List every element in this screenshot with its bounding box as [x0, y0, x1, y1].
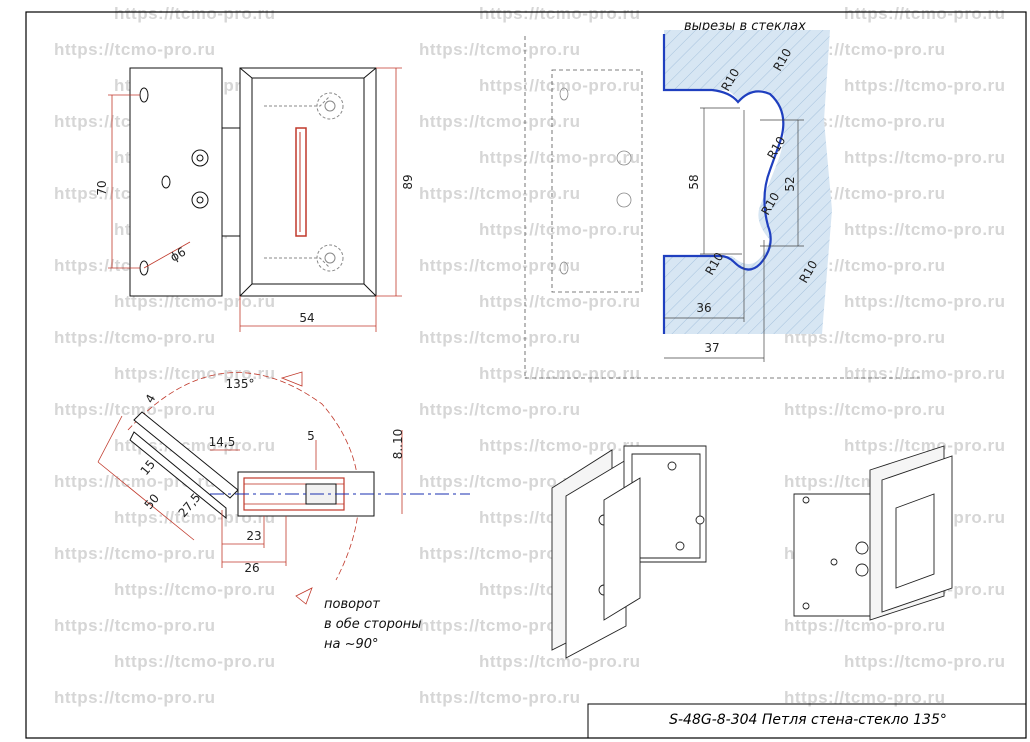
watermark-text: https://tcmo-pro.ru: [844, 4, 1006, 23]
glass-clamp-inner: [251, 77, 365, 285]
watermark-row: https://tcmo-pro.ru https://tcmo-pro.ru ht…: [0, 292, 1030, 316]
title-block-text: S-48G-8-304 Петля стена-стекло 135°: [669, 712, 947, 728]
watermark-text: https://tcmo-pro.ru: [54, 688, 216, 707]
watermark-row: https://tcmo-pro.ru https://tcmo-pro.ru ht…: [0, 616, 1030, 640]
watermark-row: https://tcmo-pro.ru https://tcmo-pro.ru ht…: [0, 4, 1030, 28]
watermark-text: https://tcmo-pro.ru: [844, 652, 1006, 671]
isometric-view-1: [551, 445, 707, 659]
watermark-text: https://tcmo-pro.ru: [479, 652, 641, 671]
watermark-text: https://tcmo-pro.ru: [419, 544, 581, 563]
rotation-arrow-bottom: [295, 587, 313, 605]
watermark-text: https://tcmo-pro.ru: [114, 508, 276, 527]
watermark-text: https://tcmo-pro.ru: [54, 40, 216, 59]
watermark-text: https://tcmo-pro.ru: [479, 292, 641, 311]
isometric-view-2: [793, 445, 953, 621]
watermark-text: https://tcmo-pro.ru: [479, 364, 641, 383]
watermark-text: https://tcmo-pro.ru: [54, 328, 216, 347]
sheet-border: [25, 11, 1027, 739]
dim-23: 23: [246, 529, 261, 543]
hinge-front-view: [129, 67, 377, 297]
watermark-row: https://tcmo-pro.ru https://tcmo-pro.ru ht…: [0, 688, 1030, 712]
section-hinge-body: [129, 411, 375, 520]
watermark-text: https://tcmo-pro.ru: [844, 220, 1006, 239]
watermark-text: https://tcmo-pro.ru: [784, 400, 946, 419]
watermark-row: https://tcmo-pro.ru https://tcmo-pro.ru ht…: [0, 400, 1030, 424]
dim-50: 50: [142, 491, 163, 512]
hinge-knuckle: [221, 127, 241, 237]
screw-head-1: [191, 149, 209, 167]
front-view-dimensions: [108, 67, 402, 332]
clamp-screw-top: [316, 92, 344, 120]
watermark-text: https://tcmo-pro.ru: [114, 292, 276, 311]
dim-5: 5: [307, 429, 315, 443]
watermark-text: https://tcmo-pro.ru: [479, 436, 641, 455]
watermark-text: https://tcmo-pro.ru: [784, 328, 946, 347]
dim-52: 52: [783, 176, 797, 191]
cutout-edge: [662, 34, 785, 334]
watermark-text: https://tcmo-pro.ru: [479, 4, 641, 23]
dim-angle-135: 135°: [226, 377, 255, 391]
watermark-text: https://tcmo-pro.ru: [114, 364, 276, 383]
watermark-text: https://tcmo-pro.ru: [114, 652, 276, 671]
section-dimensions: [97, 415, 403, 568]
watermark-text: https://tcmo-pro.ru: [419, 184, 581, 203]
watermark-text: https://tcmo-pro.ru: [419, 616, 581, 635]
dim-8-10: 8..10: [391, 429, 405, 460]
rotation-note-line-2: в обе стороны: [324, 617, 422, 632]
dim-26: 26: [244, 561, 259, 575]
watermark-text: https://tcmo-pro.ru: [479, 220, 641, 239]
dim-89: 89: [401, 174, 415, 189]
clamp-screw-bottom: [316, 244, 344, 272]
watermark-text: https://tcmo-pro.ru: [479, 148, 641, 167]
watermark-text: https://tcmo-pro.ru: [114, 580, 276, 599]
watermark-text: https://tcmo-pro.ru: [844, 148, 1006, 167]
watermark-text: https://tcmo-pro.ru: [784, 616, 946, 635]
watermark-text: https://tcmo-pro.ru: [419, 112, 581, 131]
watermark-row: https://tcmo-pro.ru https://tcmo-pro.ru ht…: [0, 328, 1030, 352]
watermark-text: https://tcmo-pro.ru: [419, 688, 581, 707]
dim-hole-diameter: ϕ6: [168, 245, 188, 265]
dim-37: 37: [704, 341, 719, 355]
watermark-text: https://tcmo-pro.ru: [784, 688, 946, 707]
watermark-text: https://tcmo-pro.ru: [419, 400, 581, 419]
dim-14-5: 14,5: [209, 435, 236, 449]
watermark-text: https://tcmo-pro.ru: [844, 292, 1006, 311]
watermark-text: https://tcmo-pro.ru: [114, 4, 276, 23]
watermark-text: https://tcmo-pro.ru: [479, 76, 641, 95]
watermark-row: https://tcmo-pro.ru https://tcmo-pro.ru ht…: [0, 652, 1030, 676]
screw-head-2: [191, 191, 209, 209]
watermark-text: https://tcmo-pro.ru: [844, 76, 1006, 95]
dim-70: 70: [95, 180, 109, 195]
watermark-text: https://tcmo-pro.ru: [419, 472, 581, 491]
watermark-text: https://tcmo-pro.ru: [54, 544, 216, 563]
watermark-text: https://tcmo-pro.ru: [54, 616, 216, 635]
dim-58: 58: [687, 174, 701, 189]
cutout-reference-lines: [524, 36, 920, 379]
wall-plate: [129, 67, 223, 297]
title-block-frame: [587, 703, 1026, 738]
watermark-text: https://tcmo-pro.ru: [844, 436, 1006, 455]
watermark-text: https://tcmo-pro.ru: [419, 256, 581, 275]
glass-clamp-outer: [239, 67, 377, 297]
watermark-text: https://tcmo-pro.ru: [419, 328, 581, 347]
cutout-dimensions: [664, 107, 804, 362]
rotation-note-line-1: поворот: [324, 597, 380, 612]
rotation-note-line-3: на ~90°: [324, 637, 379, 652]
rotation-arrow-top: [280, 371, 303, 387]
watermark-text: https://tcmo-pro.ru: [54, 400, 216, 419]
dim-54: 54: [299, 311, 314, 325]
rotation-arc: [127, 372, 360, 581]
dim-36: 36: [696, 301, 711, 315]
watermark-text: https://tcmo-pro.ru: [419, 40, 581, 59]
glass-panel-cutout: [664, 30, 832, 334]
clamp-slot: [295, 127, 307, 237]
